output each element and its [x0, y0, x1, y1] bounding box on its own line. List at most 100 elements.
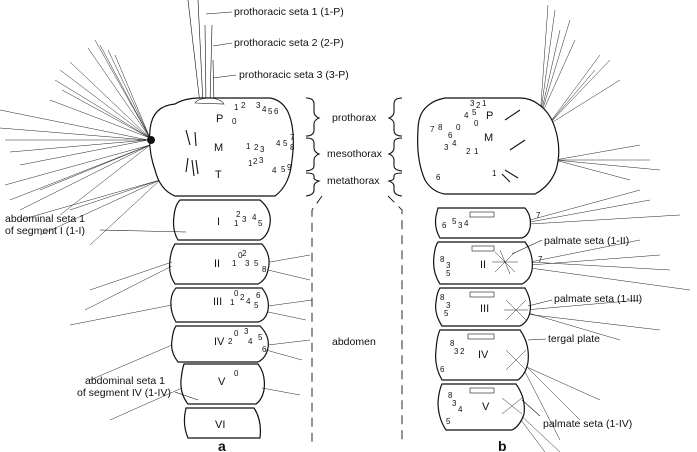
- svg-text:3: 3: [452, 399, 457, 408]
- svg-text:3: 3: [446, 261, 451, 270]
- abd-segment-IV-b: [435, 329, 529, 381]
- segment-label-I-a: I: [217, 216, 220, 228]
- segment-label-V-a: V: [218, 376, 226, 388]
- abd-segment-I-a: [172, 199, 271, 241]
- svg-text:0: 0: [238, 251, 243, 260]
- abd-segment-II-b: [433, 241, 533, 285]
- svg-text:1: 1: [232, 259, 237, 268]
- svg-text:8: 8: [440, 293, 445, 302]
- svg-text:5: 5: [268, 107, 273, 116]
- abdominal-hairs-a: [69, 254, 313, 421]
- abd-segment-VI-a: [183, 407, 261, 439]
- label-prothoracic-seta-2: prothoracic seta 2 (2-P): [234, 37, 344, 49]
- svg-text:6: 6: [256, 291, 261, 300]
- svg-text:5: 5: [446, 269, 451, 278]
- svg-text:6: 6: [440, 365, 445, 374]
- svg-text:3: 3: [256, 101, 261, 110]
- svg-text:4: 4: [252, 213, 257, 222]
- svg-text:2: 2: [236, 210, 241, 219]
- svg-text:3: 3: [260, 145, 265, 154]
- svg-text:2: 2: [240, 293, 245, 302]
- svg-text:4: 4: [272, 166, 277, 175]
- svg-text:8: 8: [262, 265, 267, 274]
- thoracic-tubercle-a: [147, 136, 155, 144]
- svg-text:6: 6: [262, 345, 267, 354]
- segment-label-T-a: T: [215, 169, 222, 181]
- svg-text:1: 1: [492, 169, 497, 178]
- label-prothorax: prothorax: [332, 112, 377, 124]
- label-mesothorax: mesothorax: [327, 148, 383, 160]
- svg-text:4: 4: [464, 111, 469, 120]
- thorax-b: [417, 97, 560, 195]
- label-abdomen: abdomen: [332, 336, 376, 348]
- thoracic-inner-setae-b: [501, 109, 526, 183]
- svg-text:1: 1: [234, 103, 239, 112]
- svg-text:7: 7: [536, 211, 541, 220]
- tergal-plate-IV-b: [467, 333, 495, 340]
- svg-text:0: 0: [232, 117, 237, 126]
- svg-text:6: 6: [442, 221, 447, 230]
- segment-label-M-b: M: [484, 132, 493, 144]
- svg-text:7: 7: [538, 255, 543, 264]
- svg-text:3: 3: [446, 301, 451, 310]
- label-metathorax: metathorax: [327, 175, 380, 187]
- svg-text:3: 3: [244, 327, 249, 336]
- svg-text:0: 0: [234, 329, 239, 338]
- tergal-plate-I-b: [469, 211, 495, 218]
- svg-text:3: 3: [242, 215, 247, 224]
- abd-segment-V-b: [437, 383, 525, 431]
- abd-segment-I-b: [434, 207, 532, 239]
- abd-segment-V-a: [180, 363, 265, 405]
- thoracic-hair-tufts-b: [514, 4, 691, 452]
- svg-text:7: 7: [290, 133, 295, 142]
- prothoracic-setae-a: [187, 0, 215, 105]
- svg-text:5: 5: [452, 217, 457, 226]
- svg-text:5: 5: [472, 108, 477, 117]
- svg-text:5: 5: [254, 259, 259, 268]
- tergal-plate-II-b: [471, 245, 495, 252]
- svg-text:3: 3: [454, 347, 459, 356]
- svg-text:5: 5: [283, 139, 288, 148]
- segment-label-II-b: II: [480, 259, 486, 271]
- svg-text:4: 4: [262, 105, 267, 114]
- svg-text:2: 2: [476, 101, 481, 110]
- labels-panel-a: prothoracic seta 1 (1-P) prothoracic set…: [5, 6, 349, 452]
- segment-label-M-a: M: [214, 142, 223, 154]
- segment-label-V-b: V: [482, 401, 490, 413]
- svg-text:3: 3: [245, 259, 250, 268]
- label-abd-seta-I-line1: abdominal seta 1: [5, 213, 85, 225]
- svg-text:2: 2: [466, 147, 471, 156]
- svg-text:5: 5: [446, 417, 451, 426]
- tergal-plate-III-b: [469, 291, 495, 298]
- thoracic-inner-setae-a: [185, 129, 199, 177]
- svg-text:2: 2: [254, 143, 259, 152]
- tergal-plate-V-b: [469, 387, 495, 394]
- thorax-a: [148, 97, 294, 197]
- svg-text:0: 0: [234, 369, 239, 378]
- svg-text:0: 0: [456, 123, 461, 132]
- labels-panel-b: palmate seta (1-II) palmate seta (1-III)…: [498, 235, 642, 452]
- svg-text:2: 2: [241, 101, 246, 110]
- segment-label-IV-b: IV: [478, 349, 489, 361]
- label-abd-seta-IV-line2: of segment IV (1-IV): [77, 387, 171, 399]
- label-palmate-seta-II: palmate seta (1-II): [544, 235, 629, 247]
- abd-segment-II-a: [168, 243, 270, 285]
- svg-text:4: 4: [246, 297, 251, 306]
- svg-text:8: 8: [440, 255, 445, 264]
- thoracic-hair-tufts-a: [0, 39, 161, 246]
- svg-text:5: 5: [281, 165, 286, 174]
- label-abd-seta-I-line2: of segment I (1-I): [5, 225, 85, 237]
- segment-label-IV-a: IV: [214, 336, 225, 348]
- svg-text:4: 4: [464, 219, 469, 228]
- panel-label-a: a: [218, 438, 226, 452]
- abd-segment-III-a: [170, 287, 269, 323]
- svg-text:4: 4: [452, 139, 457, 148]
- svg-text:8: 8: [450, 339, 455, 348]
